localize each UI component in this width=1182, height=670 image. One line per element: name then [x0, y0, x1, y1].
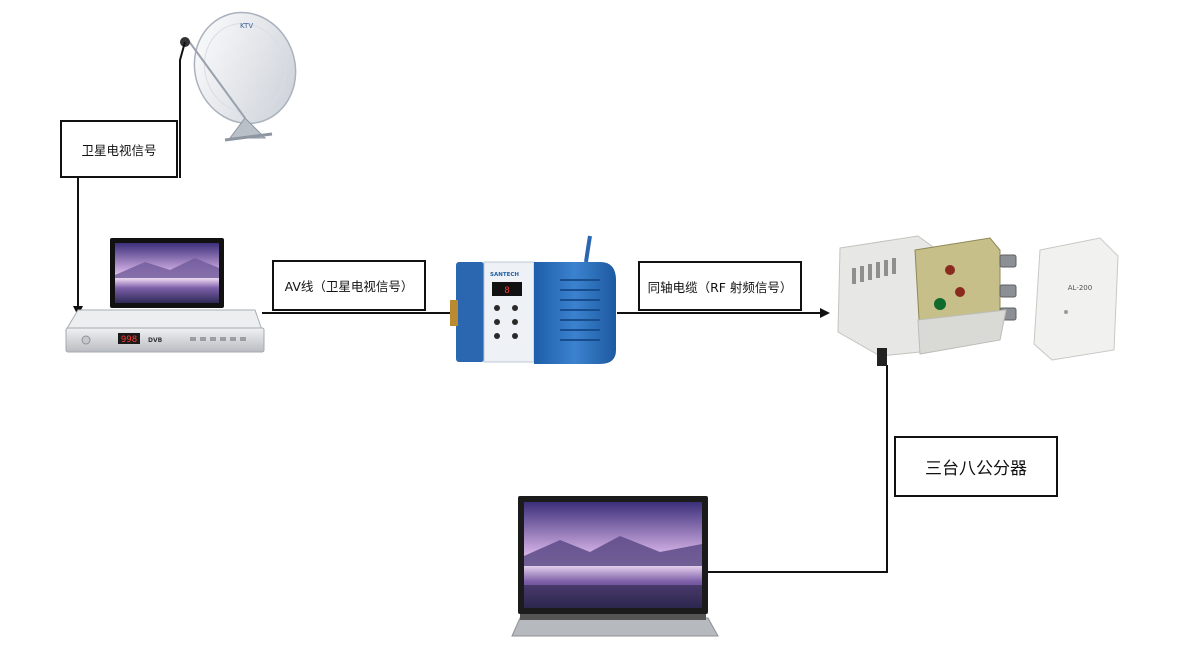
- svg-text:8: 8: [504, 286, 509, 296]
- amplifier-splitter-icon: AL-200: [837, 235, 1119, 366]
- small-tv-icon: [110, 238, 224, 308]
- receiver-logo-text: DVB: [148, 337, 163, 344]
- receiver-display-text: 998: [121, 335, 137, 345]
- large-tv-icon: [511, 496, 719, 637]
- satellite-dish-icon: KTV: [180, 11, 297, 142]
- signal-connectors: [73, 41, 888, 577]
- amplifier-to-tv-arrow: [698, 365, 888, 577]
- coax-cable-label: 同轴电缆（RF 射频信号）: [638, 261, 802, 311]
- satellite-signal-label: 卫星电视信号: [60, 120, 178, 178]
- modulator-brand-text: SANTECH: [490, 272, 519, 278]
- splitter-model-text: AL-200: [1068, 284, 1092, 292]
- av-cable-label: AV线（卫星电视信号）: [272, 260, 426, 311]
- svg-text:KTV: KTV: [240, 22, 253, 30]
- satellite-receiver-icon: 998 DVB: [65, 309, 265, 353]
- dish-feed-line: [179, 41, 186, 178]
- rf-modulator-icon: 8 SANTECH: [450, 235, 616, 364]
- splitter-label: 三台八公分器: [894, 436, 1058, 497]
